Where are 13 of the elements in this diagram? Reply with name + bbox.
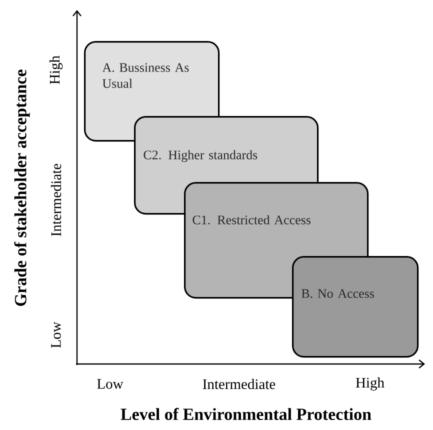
tick-label: Low xyxy=(97,379,124,389)
box-label: C1. Restricted Access xyxy=(192,215,311,224)
tick-label: Low xyxy=(51,322,61,348)
box-label: C2. Higher standards xyxy=(144,150,258,162)
box-label: B. No Access xyxy=(302,289,374,298)
axis-title: Grade of stakeholder acceptance xyxy=(14,70,30,306)
rounded-box xyxy=(292,256,419,358)
box-label: A. Bussiness As Usual xyxy=(102,63,189,88)
tick-label: High xyxy=(356,377,384,391)
tick-label: Intermediate xyxy=(50,164,62,236)
tick-label: High xyxy=(49,56,63,84)
tick-label: Intermediate xyxy=(202,378,276,390)
axis-title: Level of Environmental Protection xyxy=(120,408,372,420)
